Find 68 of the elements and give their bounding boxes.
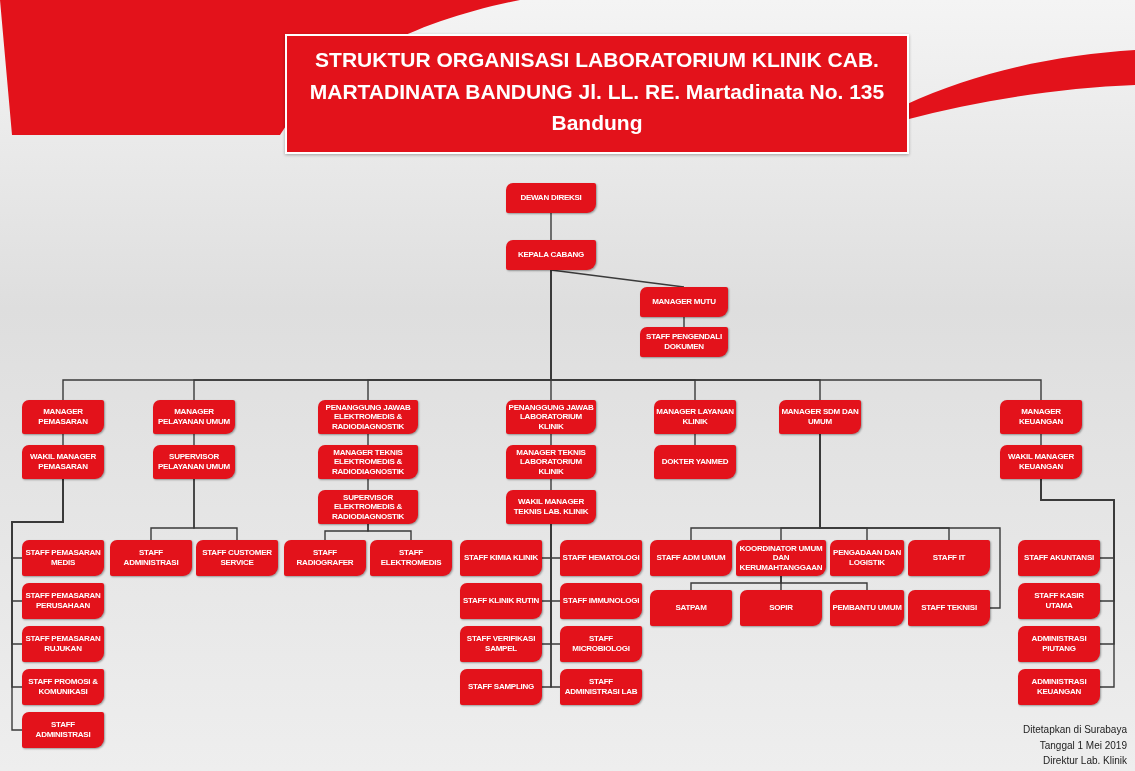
position-box: STAFF PEMASARAN PERUSAHAAN [22, 583, 104, 619]
position-box: MANAGER LAYANAN KLINIK [654, 400, 736, 434]
position-box: STAFF PROMOSI & KOMUNIKASI [22, 669, 104, 705]
connector-line [550, 478, 552, 491]
position-box: STAFF ADMINISTRASI LAB [560, 669, 642, 705]
position-box: WAKIL MANAGER PEMASARAN [22, 445, 104, 479]
signature-note: Ditetapkan di Surabaya [1023, 723, 1127, 737]
position-box: STAFF PENGENDALI DOKUMEN [640, 327, 728, 357]
position-box: SUPERVISOR ELEKTROMEDIS & RADIODIAGNOSTIK [318, 490, 418, 524]
position-box: MANAGER MUTU [640, 287, 728, 317]
position-box: DOKTER YANMED [654, 445, 736, 479]
position-box: STAFF MICROBIOLOGI [560, 626, 642, 662]
position-box: STAFF AKUNTANSI [1018, 540, 1100, 576]
position-box: STAFF IT [908, 540, 990, 576]
signature-note: Tanggal 1 Mei 2019 [1038, 738, 1127, 753]
position-box: PENANGGUNG JAWAB ELEKTROMEDIS & RADIODIAGNOSTIK [318, 400, 418, 434]
connector-line [550, 523, 561, 688]
position-box: MANAGER SDM DAN UMUM [779, 400, 861, 434]
position-box: ADMINISTRASI KEUANGAN [1018, 669, 1100, 705]
position-box: STAFF VERIFIKASI SAMPEL [460, 626, 542, 662]
position-box: MANAGER PEMASARAN [22, 400, 104, 434]
position-box: MANAGER PELAYANAN UMUM [153, 400, 235, 434]
position-box: MANAGER KEUANGAN [1000, 400, 1082, 434]
position-box: STAFF TEKNISI [908, 590, 990, 626]
connector-line [11, 478, 64, 731]
position-box: PENANGGUNG JAWAB LABORATORIUM KLINIK [506, 400, 596, 434]
position-box: PENGADAAN DAN LOGISTIK [830, 540, 904, 576]
position-box: SOPIR [740, 590, 822, 626]
position-box: STAFF RADIOGRAFER [284, 540, 366, 576]
position-box: SATPAM [650, 590, 732, 626]
position-box: STAFF KASIR UTAMA [1018, 583, 1100, 619]
position-box: SUPERVISOR PELAYANAN UMUM [153, 445, 235, 479]
connector-line [193, 478, 238, 541]
connector-line [367, 523, 412, 541]
position-box: DEWAN DIREKSI [506, 183, 596, 213]
connector-line [550, 269, 685, 288]
position-box: WAKIL MANAGER TEKNIS LAB. KLINIK [506, 490, 596, 524]
position-box: MANAGER TEKNIS ELEKTROMEDIS & RADIODIAGNOSTIK [318, 445, 418, 479]
connector-line [683, 316, 685, 328]
position-box: STAFF ADM UMUM [650, 540, 732, 576]
position-box: STAFF HEMATOLOGI [560, 540, 642, 576]
position-box: ADMINISTRASI PIUTANG [1018, 626, 1100, 662]
position-box: STAFF CUSTOMER SERVICE [196, 540, 278, 576]
position-box: WAKIL MANAGER KEUANGAN [1000, 445, 1082, 479]
position-box: STAFF IMMUNOLOGI [560, 583, 642, 619]
position-box: PEMBANTU UMUM [830, 590, 904, 626]
connector-line [1040, 478, 1115, 688]
position-box: STAFF PEMASARAN RUJUKAN [22, 626, 104, 662]
position-box: STAFF ELEKTROMEDIS [370, 540, 452, 576]
position-box: KOORDINATOR UMUM DAN KERUMAHTANGGAAN [736, 540, 826, 576]
connector-line [193, 433, 195, 446]
connector-line [780, 575, 868, 591]
position-box: STAFF KIMIA KLINIK [460, 540, 542, 576]
position-box: STAFF SAMPLING [460, 669, 542, 705]
position-box: KEPALA CABANG [506, 240, 596, 270]
signature-note: Direktur Lab. Klinik [1042, 754, 1127, 768]
position-box: STAFF PEMASARAN MEDIS [22, 540, 104, 576]
position-box: STAFF ADMINISTRASI [110, 540, 192, 576]
position-box: MANAGER TEKNIS LABORATORIUM KLINIK [506, 445, 596, 479]
connector-line [1040, 433, 1042, 446]
position-box: STAFF ADMINISTRASI [22, 712, 104, 748]
connector-line [367, 433, 369, 446]
connector-line [694, 433, 696, 446]
position-box: STAFF KLINIK RUTIN [460, 583, 542, 619]
connector-line [62, 433, 64, 446]
connector-line [550, 433, 552, 446]
connector-line [367, 478, 369, 491]
connector-line [550, 212, 552, 241]
